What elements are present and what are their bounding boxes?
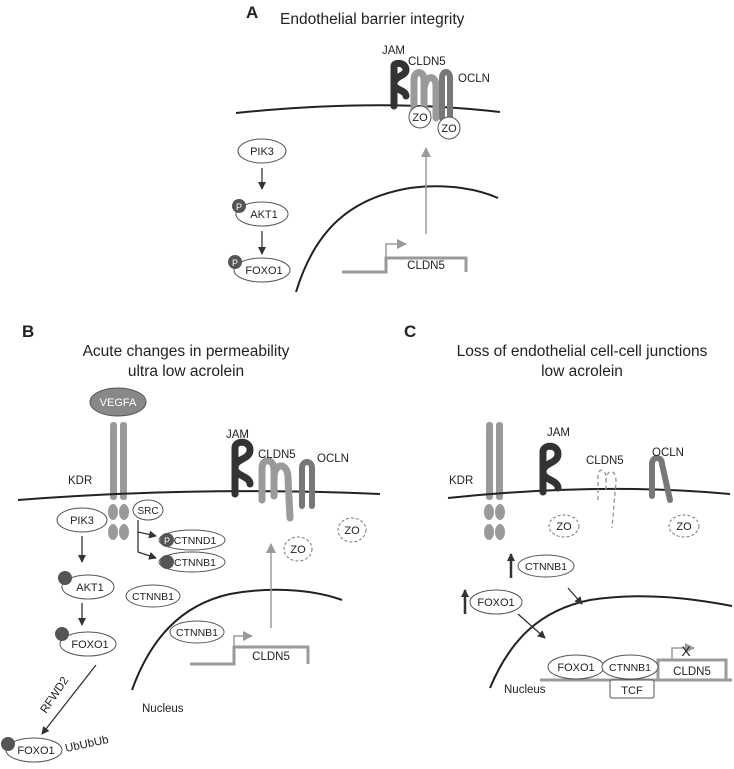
panel-b-phospho: P	[164, 536, 170, 546]
panel-c-nucleus-label: Nucleus	[504, 684, 546, 696]
panel-a-letter: A	[246, 3, 258, 22]
panel-b-nuclear-envelope	[131, 588, 343, 691]
panel-b-pik3: PIK3	[70, 515, 94, 527]
panel-a-ocln-protein	[439, 69, 453, 121]
panel-a-jam-label: JAM	[382, 45, 405, 57]
panel-b-kdr-label: KDR	[68, 475, 92, 487]
panel-a-zo-2: ZO	[441, 123, 457, 135]
panel-c-nuclear-envelope	[489, 595, 733, 689]
panel-a-foxo1: FOXO1	[245, 265, 282, 277]
panel-c-kdr-label: KDR	[449, 475, 473, 487]
panel-b-membrane	[17, 490, 381, 501]
panel-a-title: Endothelial barrier integrity	[280, 11, 465, 28]
panel-c-cldn5-protein	[597, 469, 617, 529]
panel-c-kdr-receptor	[484, 422, 505, 540]
panel-c-cldn5-label: CLDN5	[586, 455, 624, 467]
panel-b-src: SRC	[137, 506, 158, 517]
panel-a-phospho-2: P	[232, 258, 238, 268]
panel-c-zo-2: ZO	[676, 521, 692, 533]
panel-b-ctnnd1: CTNND1	[174, 535, 217, 547]
panel-c-tcf: TCF	[621, 685, 643, 697]
panel-b-foxo1: FOXO1	[71, 639, 108, 651]
panel-b-ctnnb1-b: CTNNB1	[132, 591, 174, 603]
panel-a-pik3: PIK3	[250, 146, 274, 158]
panel-b-kdr-receptor	[108, 422, 129, 540]
panel-c-gene-cldn5: CLDN5	[673, 666, 711, 678]
panel-a-phospho-1: P	[236, 202, 242, 212]
panel-b-cldn5-label: CLDN5	[258, 449, 296, 461]
panel-a-membrane	[235, 104, 501, 114]
panel-b-letter: B	[22, 322, 34, 341]
panel-c-ctnnb1-dna: CTNNB1	[609, 662, 651, 674]
panel-a-cldn5-label: CLDN5	[408, 56, 446, 68]
panel-b-ocln-label: OCLN	[317, 453, 349, 465]
panel-b-vegfa: VEGFA	[100, 397, 137, 409]
panel-b-ocln-protein	[299, 459, 315, 509]
panel-b-ububub: UbUbUb	[64, 734, 110, 755]
panel-b-gene-cldn5: CLDN5	[252, 651, 290, 663]
panel-b: B Acute changes in permeability ultra lo…	[1, 322, 381, 763]
panel-c-ocln-label: OCLN	[652, 447, 684, 459]
panel-c-foxo1-dna: FOXO1	[557, 662, 594, 674]
panel-c-x-mark: X	[681, 643, 691, 659]
panel-b-rfwd2: RFWD2	[39, 675, 72, 716]
panel-b-jam-label: JAM	[226, 429, 249, 441]
panel-c-letter: C	[404, 322, 416, 341]
panel-a-cldn5-protein	[410, 69, 440, 122]
panel-c-jam-label: JAM	[547, 427, 570, 439]
panel-b-jam-protein	[231, 438, 254, 498]
panel-a-jam-protein	[390, 59, 410, 110]
panel-a-zo-1: ZO	[412, 112, 428, 124]
panel-c-membrane	[447, 487, 731, 499]
panel-c-foxo1: FOXO1	[477, 597, 514, 609]
panel-c-title-1: Loss of endothelial cell-cell junctions	[457, 343, 708, 360]
panel-a: A Endothelial barrier integrity JAM CLDN…	[228, 3, 501, 293]
panel-b-title-1: Acute changes in permeability	[83, 343, 290, 360]
panel-c-title-2: low acrolein	[541, 363, 623, 380]
panel-b-ctnnb1-c: CTNNB1	[176, 627, 218, 639]
panel-a-nuclear-envelope	[295, 185, 499, 293]
panel-c-jam-protein	[539, 442, 562, 496]
panel-c: C Loss of endothelial cell-cell junction…	[404, 322, 733, 699]
panel-b-title-2: ultra low acrolein	[128, 363, 244, 380]
panel-b-nucleus-label: Nucleus	[142, 703, 184, 715]
panel-b-ctnnb1-a: CTNNB1	[174, 557, 216, 569]
panel-a-gene-cldn5: CLDN5	[407, 260, 445, 272]
panel-b-zo-2: ZO	[290, 544, 306, 556]
panel-a-akt1: AKT1	[250, 209, 278, 221]
panel-c-ctnnb1: CTNNB1	[525, 561, 567, 573]
panel-a-ocln-label: OCLN	[458, 73, 490, 85]
panel-b-foxo1-ub: FOXO1	[17, 745, 54, 757]
panel-b-cldn5-protein	[258, 457, 294, 522]
panel-c-ocln-protein	[649, 455, 673, 503]
panel-b-akt1: AKT1	[76, 582, 104, 594]
panel-c-zo-1: ZO	[556, 521, 572, 533]
panel-b-zo-1: ZO	[344, 525, 360, 537]
